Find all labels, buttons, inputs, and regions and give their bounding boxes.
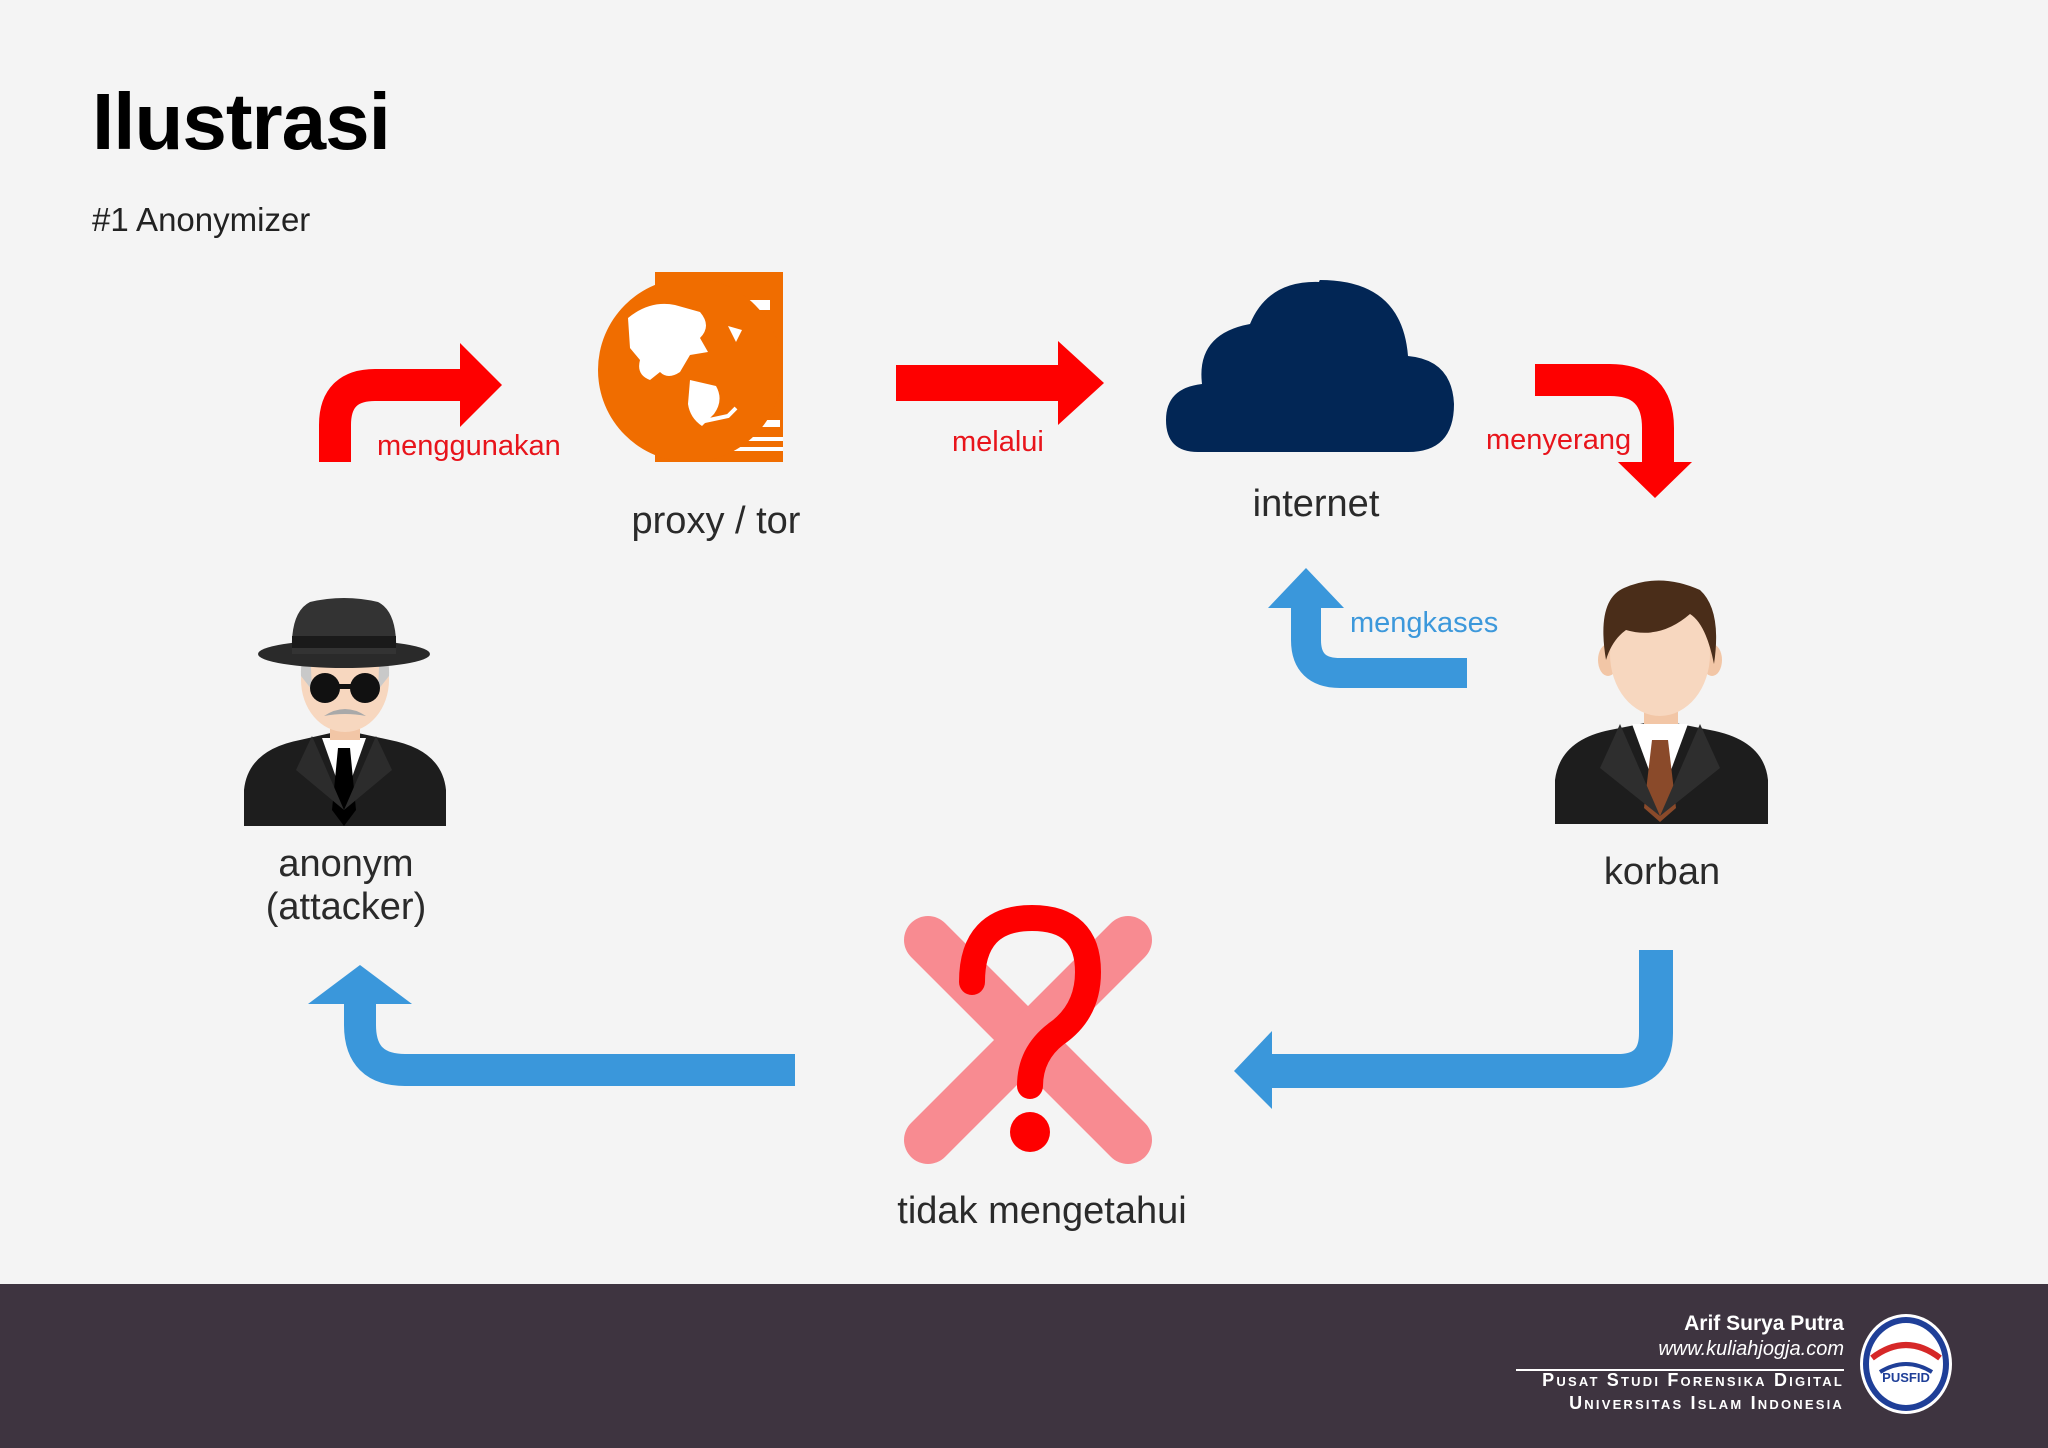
footer-website: www.kuliahjogja.com [1658, 1338, 1844, 1360]
cloud-icon [1166, 280, 1454, 452]
arrow-attacks [1535, 364, 1692, 498]
globe-book-icon [598, 272, 783, 462]
proxy-label: proxy / tor [631, 500, 801, 542]
victim-label: korban [1603, 851, 1721, 893]
footer-org-line1: Pusat Studi Forensika Digital [1542, 1370, 1844, 1390]
arrow-unknown-to-attacker [308, 965, 795, 1086]
footer-org-line2: Universitas Islam Indonesia [1569, 1393, 1844, 1413]
footer-bar [0, 1284, 2048, 1448]
edge-label-via: melalui [952, 426, 1044, 458]
attacker-label-line1: anonym [278, 843, 414, 885]
attacker-label: anonym (attacker) [226, 843, 466, 928]
page-title: Ilustrasi [92, 77, 391, 166]
edge-label-uses: menggunakan [377, 430, 561, 462]
edge-label-attacks: menyerang [1486, 424, 1632, 456]
attacker-label-line2: (attacker) [265, 885, 427, 928]
footer-divider [1516, 1369, 1844, 1371]
edge-label-accesses: mengkases [1350, 607, 1499, 639]
arrow-via [896, 341, 1104, 425]
page-subtitle: #1 Anonymizer [92, 201, 311, 238]
logo-text: PUSFID [1882, 1370, 1930, 1385]
internet-label: internet [1252, 483, 1380, 525]
footer-author: Arif Surya Putra [1684, 1312, 1844, 1335]
arrow-victim-to-unknown [1234, 950, 1673, 1109]
arrow-accesses [1268, 568, 1467, 688]
spy-attacker-icon [244, 598, 446, 826]
victim-person-icon [1555, 580, 1768, 824]
unknown-question-cross-icon [904, 904, 1152, 1164]
pusfid-logo-icon: PUSFID [1860, 1314, 1952, 1414]
unknown-label: tidak mengetahui [897, 1190, 1187, 1232]
arrow-uses [319, 343, 502, 462]
